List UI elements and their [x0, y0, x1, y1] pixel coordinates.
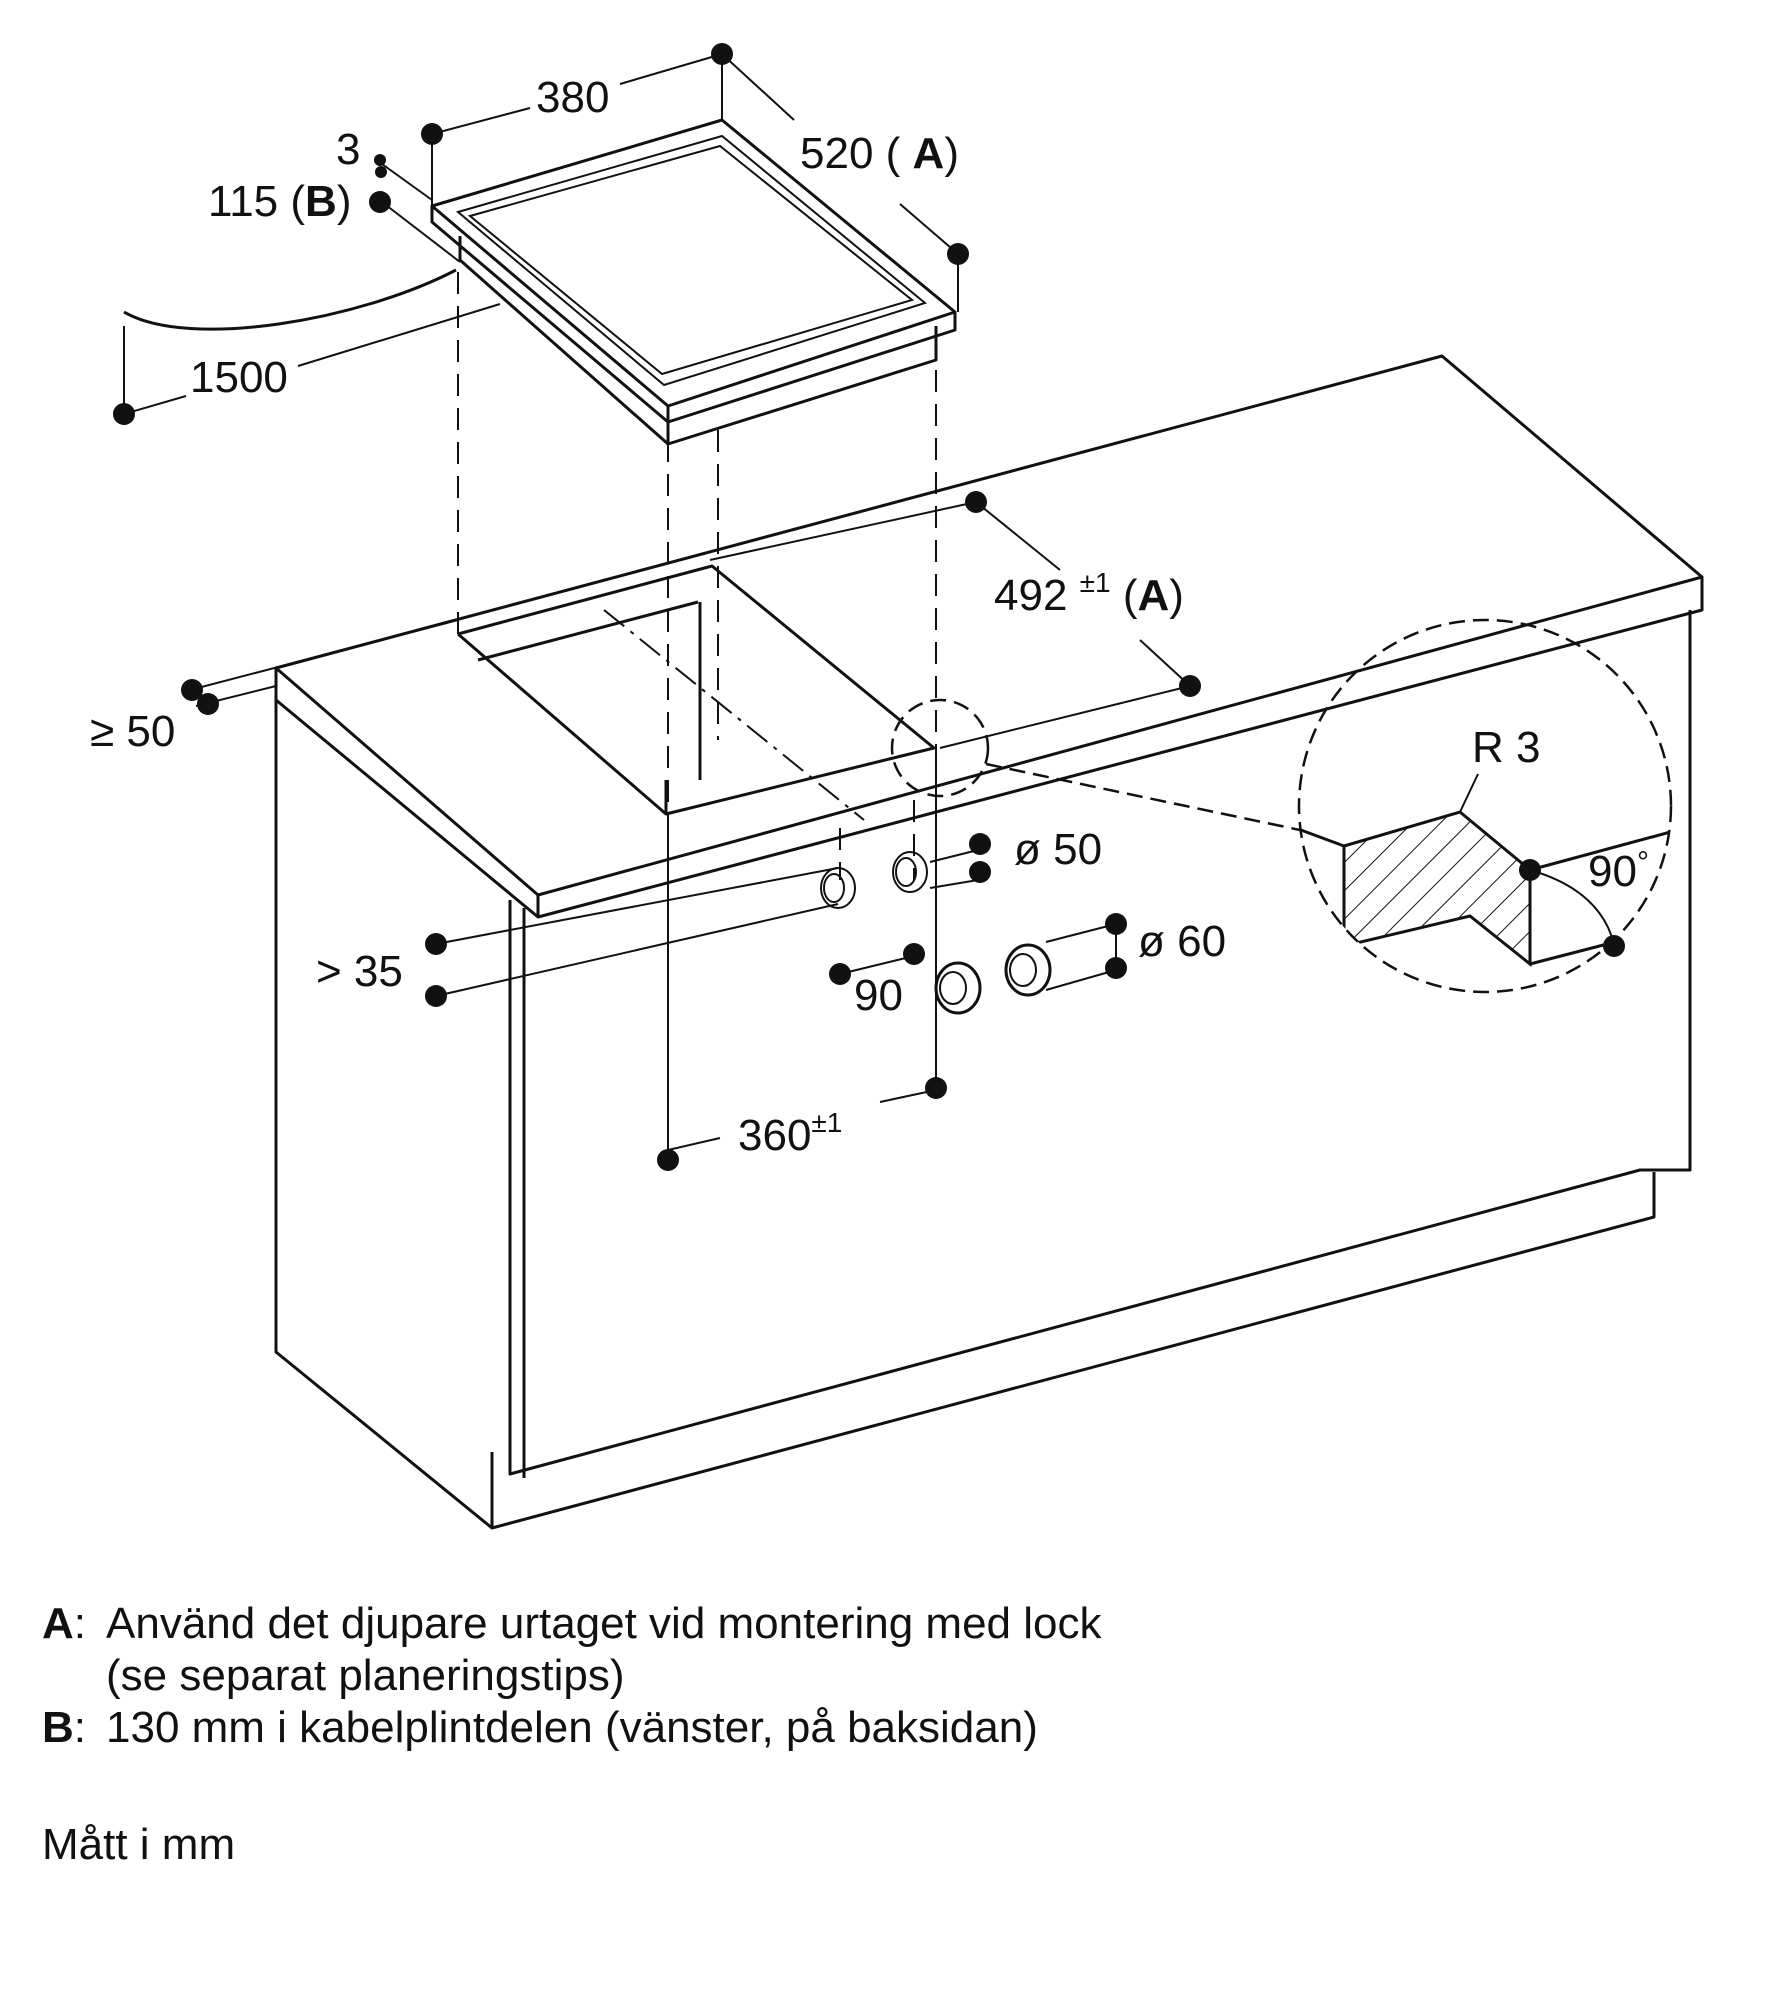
detail-angle: 90° — [1588, 846, 1649, 896]
dim-115-label: 115 (B) — [208, 177, 351, 226]
detail-radius: R 3 — [1472, 723, 1540, 772]
edge-detail — [890, 618, 1673, 994]
note-b-key: B — [42, 1703, 74, 1752]
dim-min-50: ≥ 50 — [90, 707, 175, 756]
note-b: B: 130 mm i kabelplintdelen (vänster, på… — [42, 1703, 1038, 1752]
units-note: Mått i mm — [42, 1820, 236, 1869]
note-a-text: Använd det djupare urtaget vid montering… — [106, 1599, 1102, 1648]
dim-hole-50: ø 50 — [1014, 825, 1102, 874]
dim-90: 90 — [854, 971, 903, 1020]
dim-380: 380 — [536, 73, 609, 122]
dim-492-label: 492 ±1 (A) — [994, 567, 1184, 620]
dim-3: 3 — [336, 125, 360, 174]
dim-hole-60: ø 60 — [1138, 917, 1226, 966]
dim-1500: 1500 — [190, 353, 288, 402]
dim-min-35: > 35 — [316, 947, 403, 996]
note-a-key: A — [42, 1599, 74, 1648]
dim-520-label: 520 ( A) — [800, 129, 959, 178]
notes: A: Använd det djupare urtaget vid monter… — [42, 1598, 1101, 1754]
projection-lines — [457, 272, 937, 880]
note-a-text-cont: (se separat planeringstips) — [106, 1651, 625, 1700]
dimension-markers — [113, 43, 1201, 1171]
power-cable — [123, 268, 457, 331]
note-a-cont: (se separat planeringstips) — [42, 1650, 1101, 1702]
dim-360-label: 360±1 — [738, 1107, 842, 1160]
countertop-cutout — [457, 564, 936, 816]
cabinet — [274, 610, 1692, 1530]
note-b-text: 130 mm i kabelplintdelen (vänster, på ba… — [106, 1703, 1038, 1752]
note-a: A: Använd det djupare urtaget vid monter… — [42, 1599, 1102, 1648]
installation-diagram: 380 3 115 (B) 520 ( A) 1500 492 ±1 (A) ≥… — [90, 43, 1704, 1530]
countertop — [274, 354, 1704, 919]
dimension-lines — [123, 53, 1191, 1160]
dimension-labels: 380 3 115 (B) 520 ( A) 1500 492 ±1 (A) ≥… — [90, 73, 1649, 1160]
